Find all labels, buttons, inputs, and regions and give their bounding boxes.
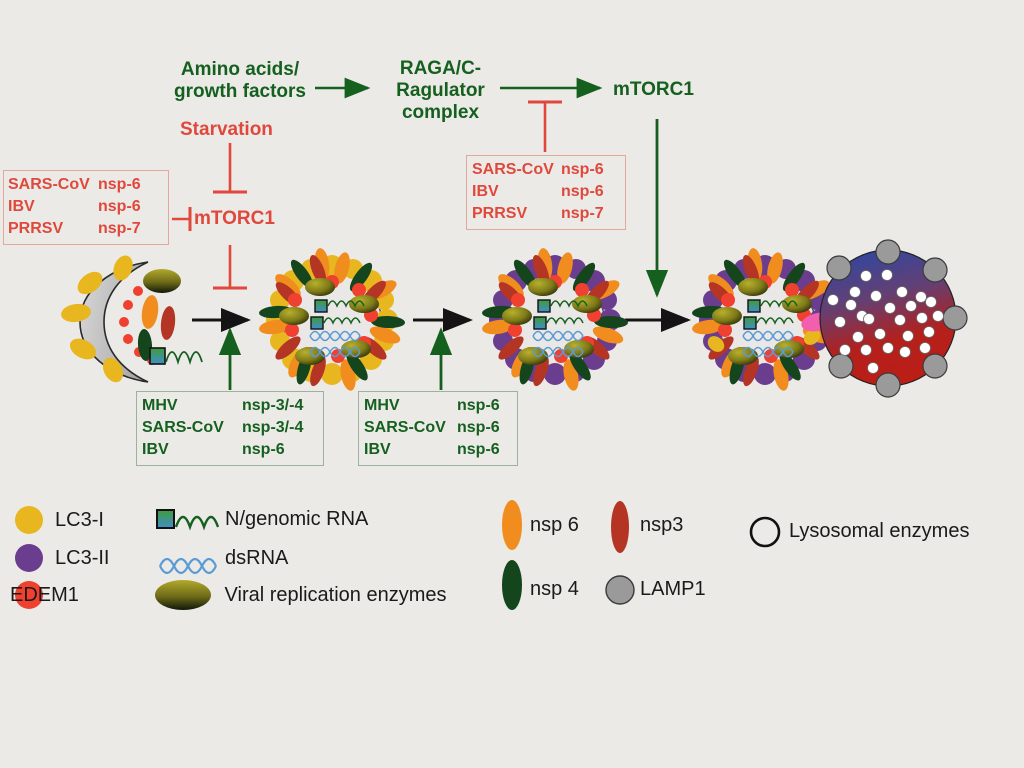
er-structure (61, 255, 203, 383)
circle-outline-icon (749, 516, 781, 548)
inhibition-starvation-to-mtorc1 (213, 143, 247, 194)
top-red-box-row-1-virus: IBV (472, 183, 499, 200)
left-red-box-row-2-virus: PRRSV (8, 220, 64, 237)
inhibition-leftbox-to-mtorc1 (172, 207, 192, 231)
legend-label-ngenomic-rna: N/genomic RNA (225, 508, 369, 530)
ellipse-darkred-icon (611, 501, 629, 553)
green-right-box-row-2-nsp: nsp-6 (457, 441, 500, 458)
green-right-box-row-1-virus: SARS-CoV (364, 419, 446, 436)
nsp3-er (160, 306, 176, 340)
top-red-box (466, 155, 626, 230)
n-protein-rna-icon (156, 509, 175, 529)
top-red-box-row-1-nsp: nsp-6 (561, 183, 604, 200)
top-red-box-row-2-nsp: nsp-7 (561, 205, 604, 222)
mtorc1-left-label: mTORC1 (194, 208, 275, 229)
circle-red-icon (15, 581, 43, 609)
ellipse-orange-icon (502, 500, 522, 550)
left-red-box-row-1-virus: IBV (8, 198, 35, 215)
circle-gray-icon (605, 575, 635, 605)
legend-label-nsp3: nsp3 (640, 514, 684, 536)
circle-purple-icon (15, 544, 43, 572)
lysosome-structure (819, 239, 968, 398)
dmv2-rim (482, 248, 628, 391)
green-right-box-row-0-virus: MHV (364, 397, 400, 414)
legend-icons (15, 500, 781, 610)
left-red-box (3, 170, 169, 245)
legend-label-edem1: EDEM1 (10, 584, 79, 606)
green-left-box-row-0-virus: MHV (142, 397, 178, 414)
legend-label-lamp1: LAMP1 (640, 578, 706, 600)
green-left-box-row-1-nsp: nsp-3/-4 (242, 419, 304, 436)
green-right-box-row-1-nsp: nsp-6 (457, 419, 500, 436)
dsrna-icon (159, 557, 217, 575)
lysosomal-enzymes (827, 269, 944, 374)
top-red-box-row-2-virus: PRRSV (472, 205, 528, 222)
left-red-box-row-2-nsp: nsp-7 (98, 220, 141, 237)
left-red-box-row-0-virus: SARS-CoV (8, 176, 90, 193)
legend-label-replication-enzymes: Viral replication enzymes (219, 584, 447, 606)
legend-label-nsp4: nsp 4 (530, 578, 579, 600)
lamp1-on-lysosome (826, 239, 968, 398)
dmv1-rim (259, 248, 405, 391)
legend-label-nsp6: nsp 6 (530, 514, 579, 536)
genomic-rna-er (165, 351, 203, 366)
green-right-box-row-2-virus: IBV (364, 441, 391, 458)
green-left-box-row-0-nsp: nsp-3/-4 (242, 397, 304, 414)
inhibition-mtorc1-to-vesicle (213, 245, 247, 290)
legend-label-lc3ii: LC3-II (55, 547, 110, 569)
nsp4-er (137, 329, 153, 361)
dmv-lc3i-structure (259, 248, 405, 391)
amino-acids-label: Amino acids/growth factors (174, 59, 306, 102)
left-red-box-row-0-nsp: nsp-6 (98, 176, 141, 193)
replication-enzyme-icon (155, 580, 211, 610)
inhibition-topbox-to-raga-mtorc1 (528, 100, 562, 152)
circle-yellow-icon (15, 506, 43, 534)
legend-label-dsrna: dsRNA (225, 547, 289, 569)
dmv3-rim (692, 248, 838, 391)
legend-label-lysosomal-enzymes: Lysosomal enzymes (789, 520, 970, 542)
starvation-label: Starvation (180, 119, 273, 140)
green-left-box-row-2-nsp: nsp-6 (242, 441, 285, 458)
top-red-box-row-0-nsp: nsp-6 (561, 161, 604, 178)
autophagosome-structure (692, 248, 838, 391)
mtorc1-top-label: mTORC1 (613, 79, 694, 100)
ellipse-darkgreen-icon (502, 560, 522, 610)
green-left-box (136, 391, 324, 466)
top-red-box-row-0-virus: SARS-CoV (472, 161, 554, 178)
nsp6-er (141, 295, 159, 329)
legend-label-lc3i: LC3-I (55, 509, 104, 531)
green-left-box-row-2-virus: IBV (142, 441, 169, 458)
n-protein-er (149, 347, 166, 365)
green-left-box-row-1-virus: SARS-CoV (142, 419, 224, 436)
lc3i-on-er (61, 255, 133, 383)
green-right-box-row-0-nsp: nsp-6 (457, 397, 500, 414)
green-right-box (358, 391, 518, 466)
dmv-lc3ii-structure (482, 248, 628, 391)
left-red-box-row-1-nsp: nsp-6 (98, 198, 141, 215)
replication-enzyme-er (143, 269, 181, 293)
